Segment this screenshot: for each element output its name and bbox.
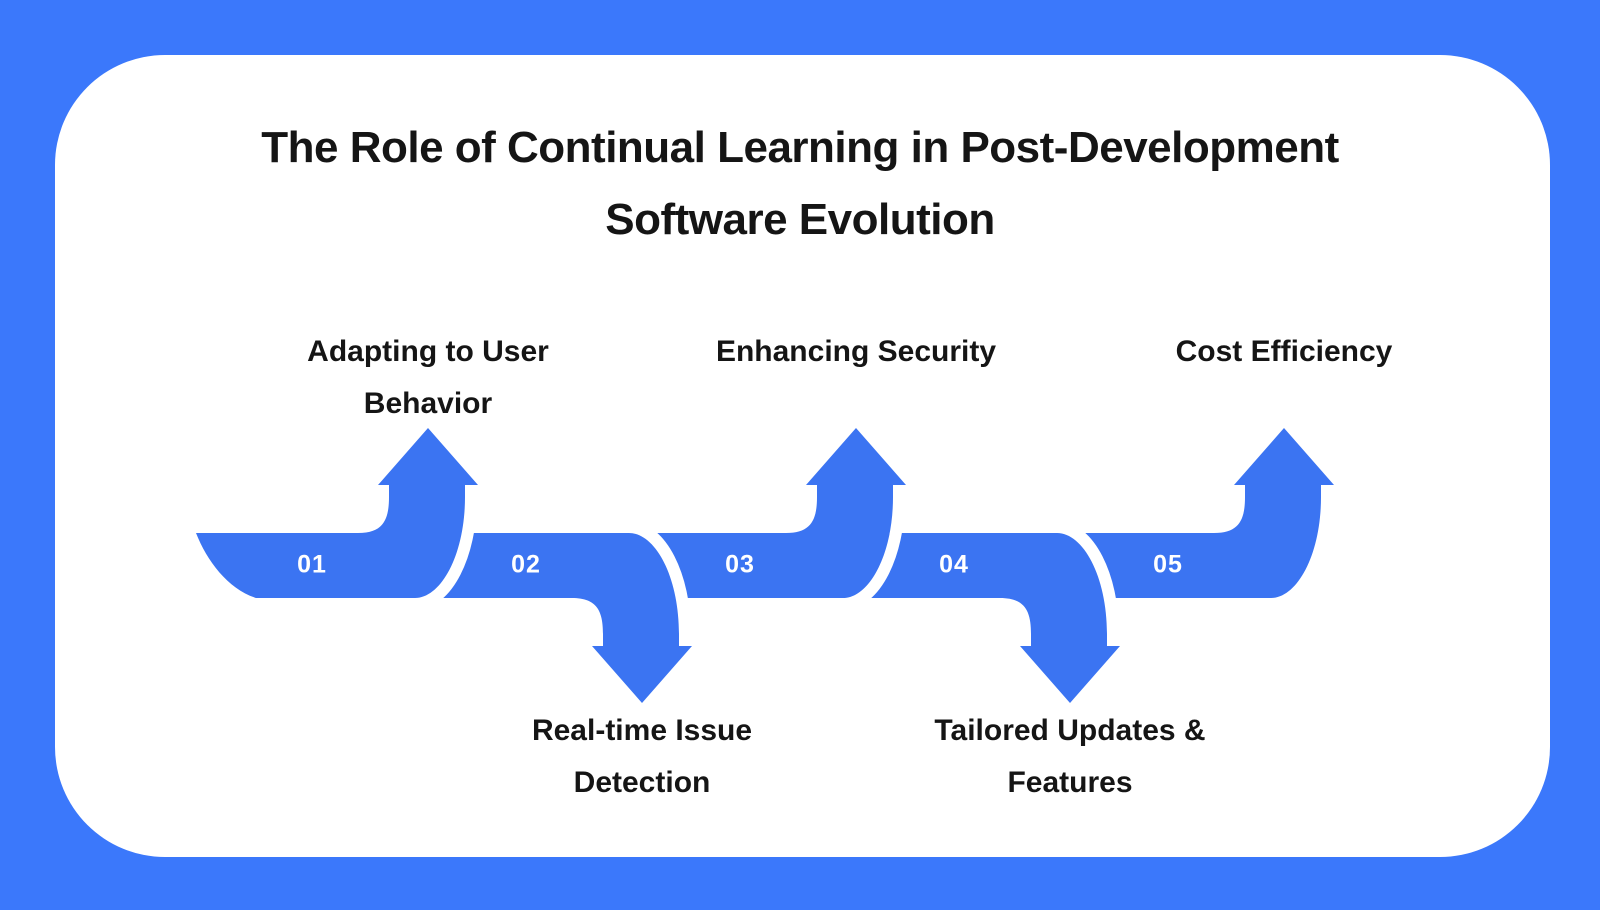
step-number-02: 02 — [511, 550, 541, 579]
step-label-01-line-1: Adapting to User — [307, 335, 549, 368]
step-label-05-line-1: Cost Efficiency — [1175, 335, 1393, 368]
step-number-01: 01 — [297, 550, 327, 579]
step-label-04: Tailored Updates & Features — [934, 705, 1205, 809]
page-title-line-1: The Role of Continual Learning in Post-D… — [261, 123, 1339, 172]
step-label-02-line-2: Detection — [573, 766, 711, 799]
step-label-05: Cost Efficiency — [1176, 326, 1393, 378]
step-label-04-line-2: Features — [1007, 766, 1133, 799]
step-number-05: 05 — [1153, 550, 1183, 579]
step-label-04-line-1: Tailored Updates & — [934, 714, 1206, 747]
step-label-02-line-1: Real-time Issue — [531, 714, 753, 747]
page-title: The Role of Continual Learning in Post-D… — [0, 112, 1600, 256]
step-label-02: Real-time Issue Detection — [532, 705, 752, 809]
flow-segment-01-up-arrow — [196, 428, 478, 598]
step-label-03: Enhancing Security — [716, 326, 996, 378]
step-label-01: Adapting to User Behavior — [307, 326, 549, 430]
flow-segment-01 — [184, 416, 490, 610]
step-label-03-line-1: Enhancing Security — [715, 335, 997, 368]
page-title-line-2: Software Evolution — [605, 195, 995, 244]
step-number-04: 04 — [939, 550, 969, 579]
step-label-01-line-2: Behavior — [363, 387, 493, 420]
step-number-03: 03 — [725, 550, 755, 579]
